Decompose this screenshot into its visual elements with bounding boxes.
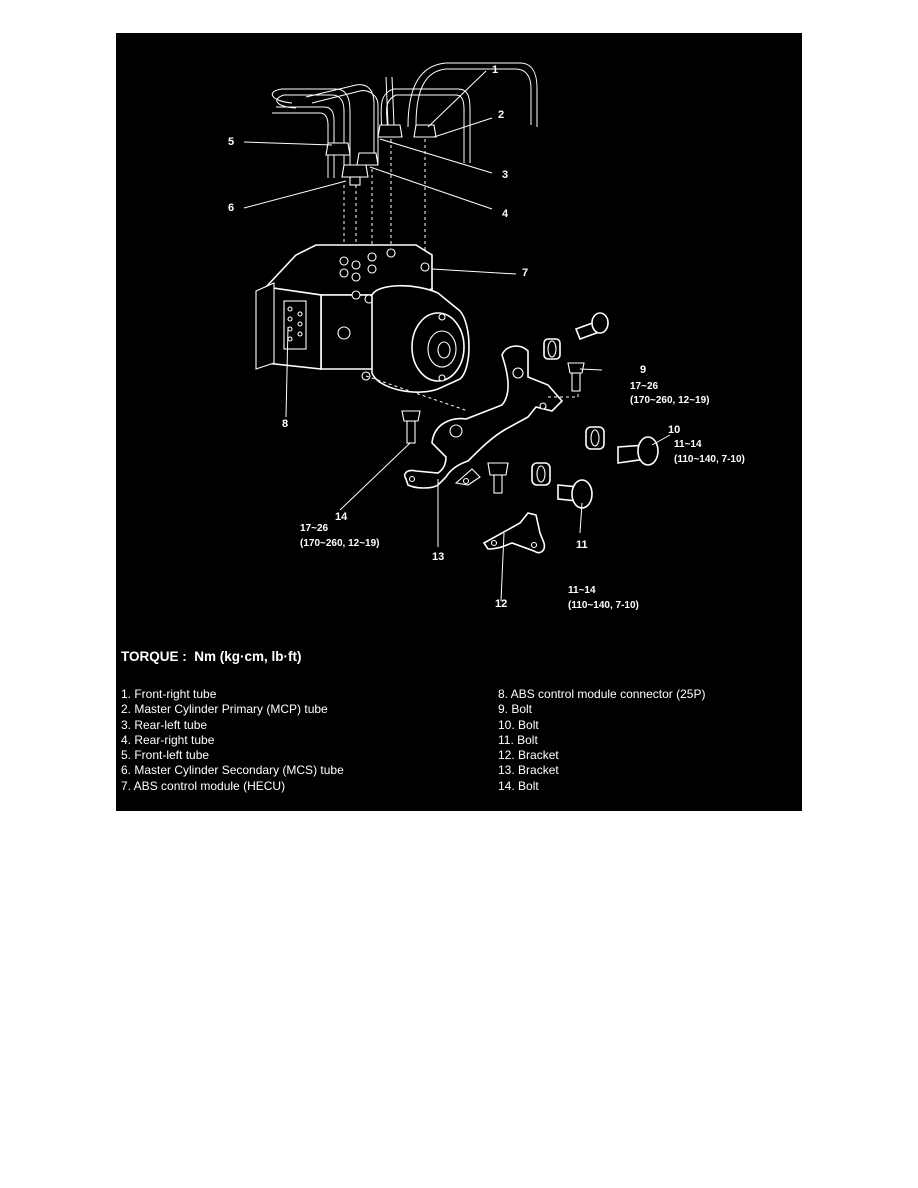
tube-alignment-lines [343, 139, 426, 257]
callout-4: 4 [502, 208, 509, 220]
legend-item: 7. ABS control module (HECU) [121, 778, 286, 793]
bolt-low-middle [487, 462, 509, 494]
legend-left-column: 1. Front-right tube 2. Master Cylinder P… [121, 687, 344, 794]
leader-lines [243, 70, 671, 602]
legend-right-column: 8. ABS control module connector (25P) 9.… [498, 687, 705, 794]
legend-item: 3. Rear-left tube [121, 717, 208, 732]
callout-3: 3 [502, 169, 508, 181]
grommet-mid [585, 426, 605, 450]
hecu-module [255, 244, 470, 393]
grommet-top [543, 338, 561, 360]
bracket-12 [482, 512, 546, 554]
legend-item: 14. Bolt [498, 778, 539, 793]
torque-range-10: (110~140, 7-10) [674, 454, 745, 465]
callout-9: 9 [640, 364, 646, 376]
legend-item: 2. Master Cylinder Primary (MCP) tube [121, 702, 328, 717]
torque-range-11: (110~140, 7-10) [568, 600, 639, 611]
bolt-14 [401, 410, 421, 444]
legend-item: 9. Bolt [498, 702, 533, 717]
legend-item: 8. ABS control module connector (25P) [498, 687, 706, 701]
legend-item: 4. Rear-right tube [121, 732, 215, 747]
torque-value-14: 17~26 [300, 523, 329, 534]
torque-value-11: 11~14 [568, 585, 596, 596]
torque-units-heading: TORQUE : Nm (kg·cm, lb·ft) [121, 649, 302, 664]
callout-1: 1 [492, 64, 498, 76]
torque-value-10: 11~14 [674, 439, 702, 450]
bracket-13 [403, 345, 564, 489]
legend-item: 11. Bolt [498, 732, 538, 747]
callout-10: 10 [668, 424, 680, 436]
bolt-11 [557, 479, 593, 509]
flare-nuts [325, 124, 437, 186]
legend-item: 12. Bracket [498, 748, 559, 763]
brake-tube-bundle [271, 62, 538, 178]
callout-14: 14 [335, 511, 348, 523]
callout-12: 12 [495, 598, 507, 610]
legend-item: 10. Bolt [498, 717, 539, 732]
bolt-shoulder-top [574, 312, 609, 341]
torque-range-9: (170~260, 12~19) [630, 395, 710, 406]
legend-item: 1. Front-right tube [121, 687, 217, 701]
exploded-view-diagram: 1 2 3 4 5 6 7 8 9 17~26 (170~260, 12~19)… [228, 62, 745, 611]
callout-11: 11 [576, 539, 588, 551]
callout-13: 13 [432, 551, 444, 563]
legend-item: 13. Bracket [498, 763, 559, 778]
abs-exploded-figure: 1 2 3 4 5 6 7 8 9 17~26 (170~260, 12~19)… [116, 33, 802, 811]
callout-labels: 1 2 3 4 5 6 7 8 9 17~26 (170~260, 12~19)… [228, 64, 745, 611]
callout-6: 6 [228, 202, 234, 214]
callout-2: 2 [498, 109, 504, 121]
legend-item: 6. Master Cylinder Secondary (MCS) tube [121, 763, 344, 778]
torque-range-14: (170~260, 12~19) [300, 538, 380, 549]
bolt-9 [567, 362, 585, 392]
connector-pins [287, 306, 303, 342]
bolt-10 [617, 436, 659, 466]
torque-value-9: 17~26 [630, 381, 659, 392]
callout-8: 8 [282, 418, 288, 430]
callout-7: 7 [522, 267, 528, 279]
grommet-low [531, 462, 551, 486]
legend-item: 5. Front-left tube [121, 748, 210, 763]
callout-5: 5 [228, 136, 234, 148]
